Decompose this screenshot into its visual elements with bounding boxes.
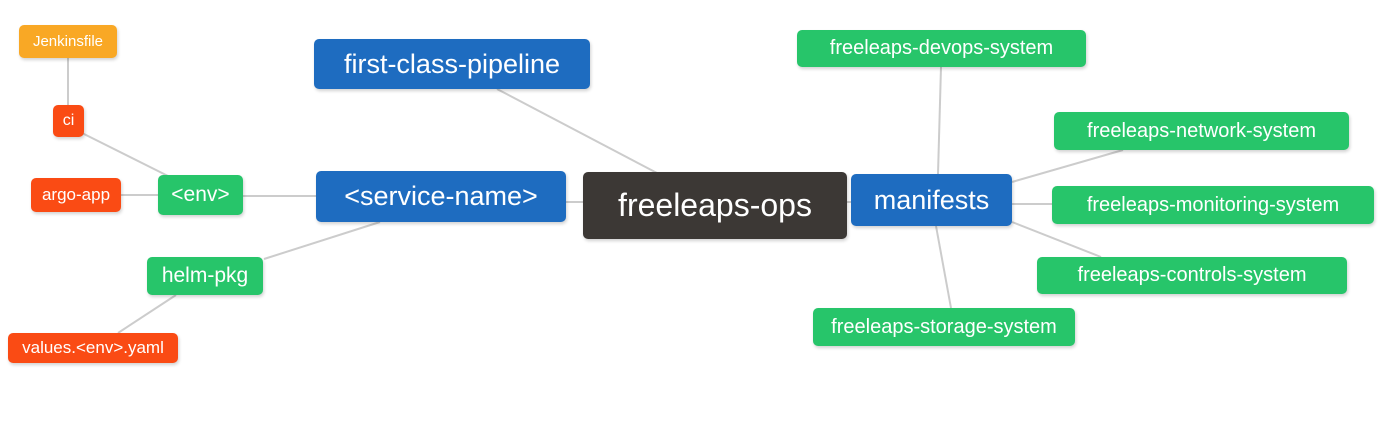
edge-env-ci — [81, 132, 171, 178]
node-env[interactable]: <env> — [158, 175, 243, 215]
edge-manifests-network-system — [1011, 149, 1124, 183]
node-first-class-pipeline[interactable]: first-class-pipeline — [314, 39, 590, 89]
node-freeleaps-storage-system[interactable]: freeleaps-storage-system — [813, 308, 1075, 346]
node-freeleaps-monitoring-system[interactable]: freeleaps-monitoring-system — [1052, 186, 1374, 224]
node-ci[interactable]: ci — [53, 105, 84, 137]
node-freeleaps-controls-system[interactable]: freeleaps-controls-system — [1037, 257, 1347, 294]
node-freeleaps-ops-root[interactable]: freeleaps-ops — [583, 172, 847, 239]
edge-manifests-devops-system — [937, 66, 942, 175]
node-freeleaps-devops-system[interactable]: freeleaps-devops-system — [797, 30, 1086, 67]
edge-helm-pkg-values — [117, 294, 177, 334]
edge-manifests-storage-system — [935, 225, 952, 309]
node-values-env-yaml[interactable]: values.<env>.yaml — [8, 333, 178, 363]
edge-service-name-helm-pkg — [263, 221, 381, 260]
node-helm-pkg[interactable]: helm-pkg — [147, 257, 263, 295]
node-argo-app[interactable]: argo-app — [31, 178, 121, 212]
node-freeleaps-network-system[interactable]: freeleaps-network-system — [1054, 112, 1349, 150]
node-jenkinsfile[interactable]: Jenkinsfile — [19, 25, 117, 58]
edge-ops-first-class-pipeline — [496, 88, 658, 174]
node-service-name[interactable]: <service-name> — [316, 171, 566, 222]
node-manifests[interactable]: manifests — [851, 174, 1012, 226]
edge-manifests-controls-system — [1011, 221, 1102, 258]
